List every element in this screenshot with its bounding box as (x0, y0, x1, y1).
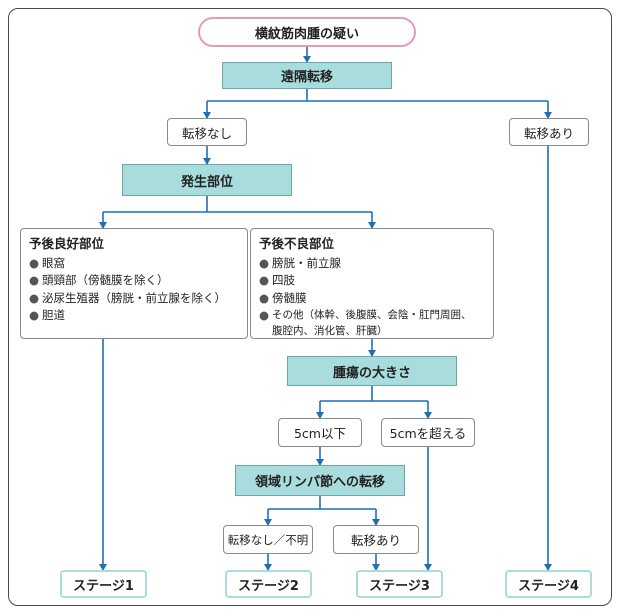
stage-1-node: ステージ1 (60, 570, 147, 598)
no-metastasis-node: 転移なし (167, 118, 247, 146)
yes-metastasis-node: 転移あり (509, 118, 589, 146)
primary-site-node: 発生部位 (122, 164, 292, 196)
bullet-icon: ● (259, 273, 270, 287)
list-item: ●四肢 (259, 272, 485, 290)
lymph-positive-node: 転移あり (333, 525, 419, 554)
list-item: ●傍髄膜 (259, 290, 485, 308)
regional-lymph-node-node: 領域リンパ節への転移 (235, 465, 405, 496)
bullet-icon: ● (29, 308, 40, 322)
bullet-icon: ● (259, 255, 270, 270)
unfavorable-site-list: ●膀胱・前立腺 ●四肢 ●傍髄膜 ●その他（体幹、後腹膜、会陰・肛門周囲、 腹腔… (259, 255, 485, 340)
list-item: ●眼窩 (29, 255, 239, 273)
size-5cm-or-less-node: 5cm以下 (278, 418, 362, 447)
size-over-5cm-node: 5cmを超える (381, 418, 475, 447)
bullet-icon: ● (29, 273, 40, 287)
stage-3-node: ステージ3 (356, 570, 443, 598)
favorable-site-title: 予後良好部位 (29, 236, 105, 251)
start-node: 横紋筋肉腫の疑い (198, 17, 416, 47)
bullet-icon: ● (259, 290, 270, 305)
unfavorable-site-box: 予後不良部位 ●膀胱・前立腺 ●四肢 ●傍髄膜 ●その他（体幹、後腹膜、会陰・肛… (250, 228, 494, 339)
tumor-size-node: 腫瘍の大きさ (287, 356, 457, 386)
bullet-icon: ● (259, 308, 270, 322)
bullet-icon: ● (29, 255, 40, 270)
list-item: ●膀胱・前立腺 (259, 255, 485, 273)
diagram-frame (8, 8, 612, 606)
list-item: ●その他（体幹、後腹膜、会陰・肛門周囲、 腹腔内、消化管、肝臓） (259, 308, 472, 337)
favorable-site-list: ●眼窩 ●頭頸部（傍髄膜を除く） ●泌尿生殖器（膀胱・前立腺を除く） ●胆道 (29, 255, 239, 325)
list-item: ●頭頸部（傍髄膜を除く） (29, 272, 239, 290)
favorable-site-box: 予後良好部位 ●眼窩 ●頭頸部（傍髄膜を除く） ●泌尿生殖器（膀胱・前立腺を除く… (20, 228, 248, 339)
unfavorable-site-title: 予後不良部位 (259, 236, 335, 251)
distant-metastasis-node: 遠隔転移 (222, 62, 392, 89)
list-item: ●泌尿生殖器（膀胱・前立腺を除く） (29, 290, 239, 308)
bullet-icon: ● (29, 290, 40, 305)
list-item: ●胆道 (29, 307, 239, 325)
lymph-negative-node: 転移なし／不明 (223, 525, 313, 554)
stage-4-node: ステージ4 (505, 570, 592, 598)
stage-2-node: ステージ2 (225, 570, 312, 598)
